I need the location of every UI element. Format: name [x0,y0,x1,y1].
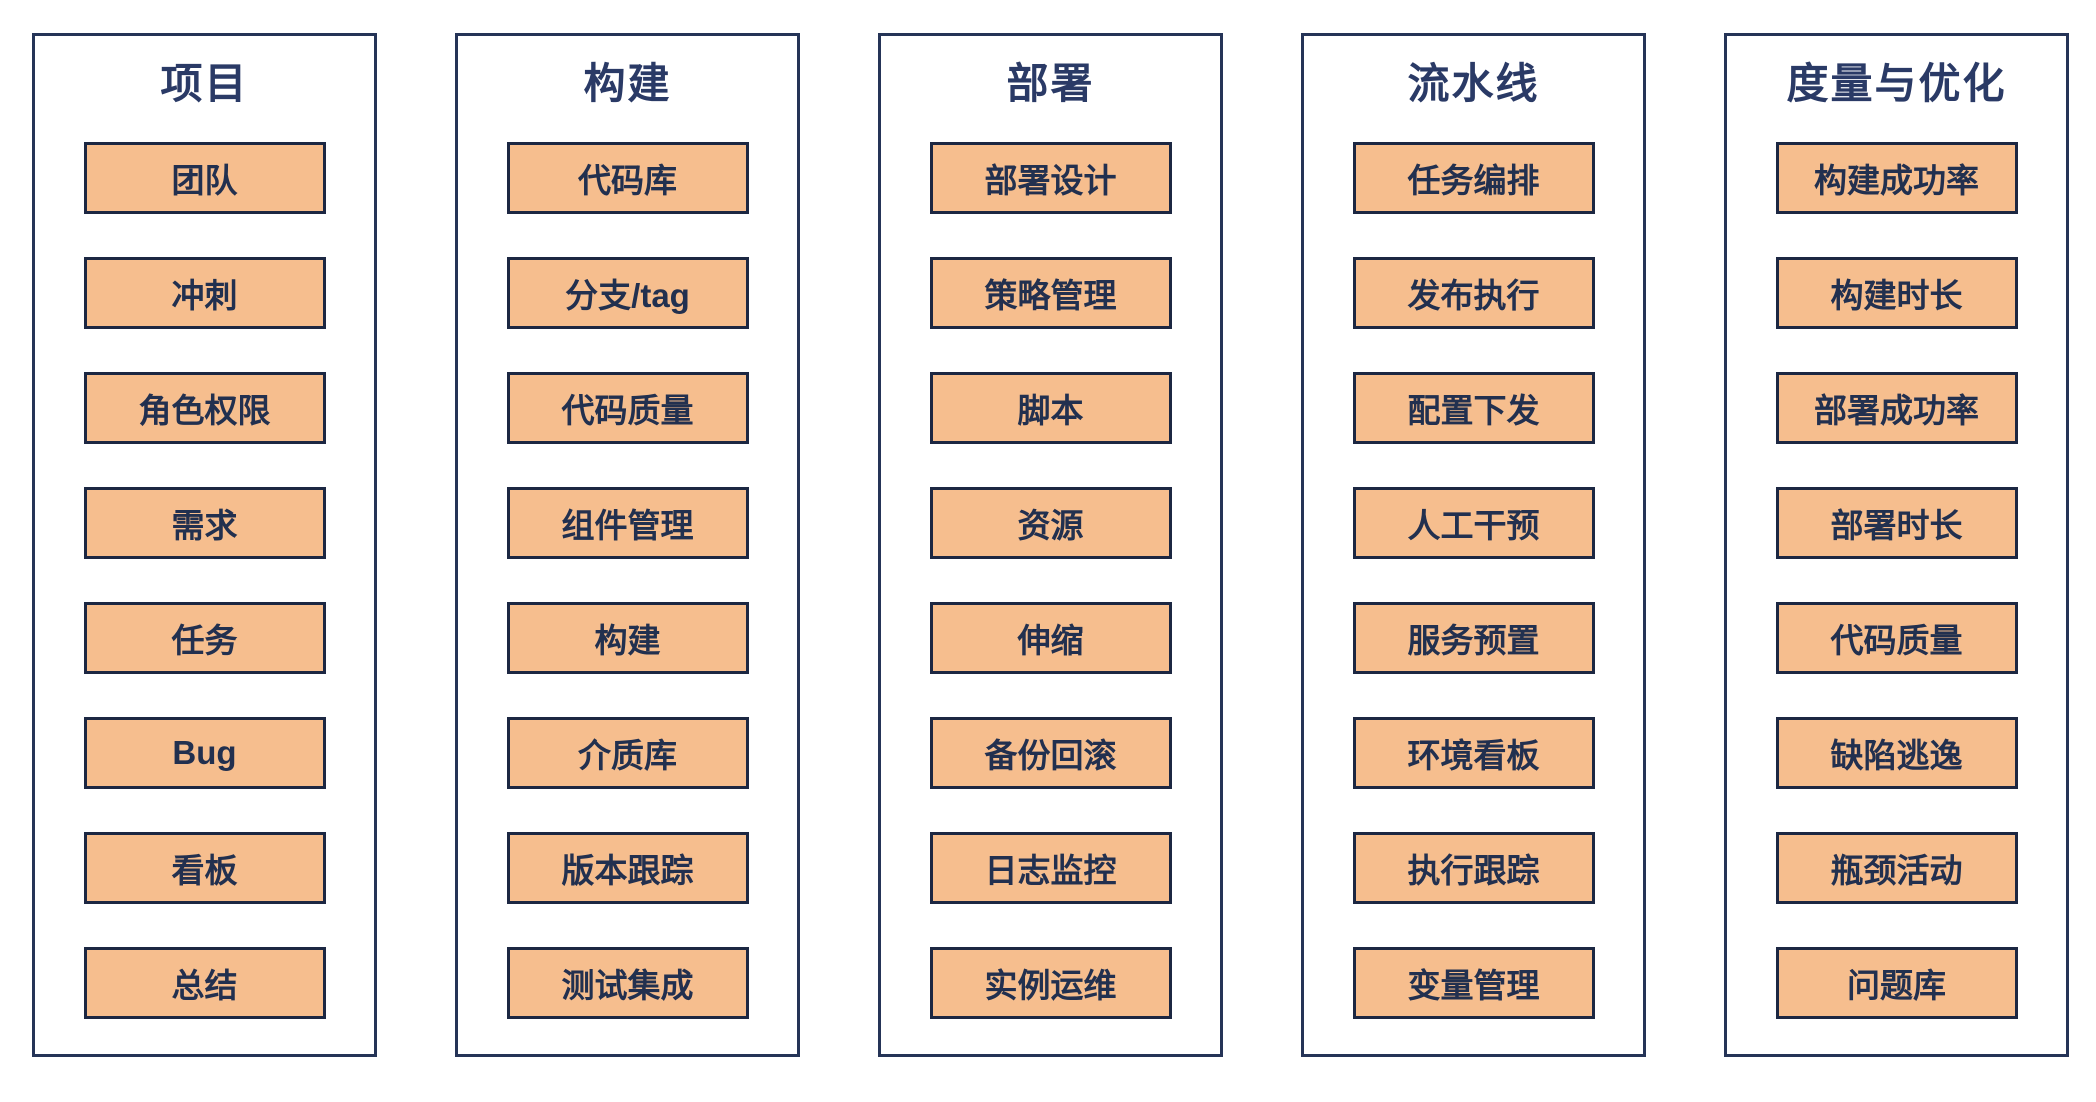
item-box: 冲刺 [83,257,326,329]
item-box: 伸缩 [929,602,1172,674]
item-box: 部署时长 [1775,487,2018,559]
item-box: 测试集成 [506,947,749,1019]
item-box: 角色权限 [83,372,326,444]
item-box: 实例运维 [929,947,1172,1019]
item-box: 变量管理 [1352,947,1595,1019]
diagram-column: 部署部署设计策略管理脚本资源伸缩备份回滚日志监控实例运维 [878,33,1223,1057]
item-box: 组件管理 [506,487,749,559]
item-box: 任务编排 [1352,142,1595,214]
item-box: 代码质量 [506,372,749,444]
diagram-column: 度量与优化构建成功率构建时长部署成功率部署时长代码质量缺陷逃逸瓶颈活动问题库 [1724,33,2069,1057]
item-box: 服务预置 [1352,602,1595,674]
item-box: 问题库 [1775,947,2018,1019]
item-box: 代码库 [506,142,749,214]
item-box: 日志监控 [929,832,1172,904]
item-box: 构建成功率 [1775,142,2018,214]
item-box: 介质库 [506,717,749,789]
item-box: 任务 [83,602,326,674]
item-box: 需求 [83,487,326,559]
item-box: 配置下发 [1352,372,1595,444]
item-box: 瓶颈活动 [1775,832,2018,904]
column-title: 部署 [1006,60,1095,107]
item-box: 执行跟踪 [1352,832,1595,904]
diagram-column: 项目团队冲刺角色权限需求任务 Bug 看板总结 [32,33,377,1057]
item-box: 版本跟踪 [506,832,749,904]
item-box: 策略管理 [929,257,1172,329]
column-title: 项目 [160,60,249,107]
item-box: 构建 [506,602,749,674]
item-box: 环境看板 [1352,717,1595,789]
item-box: 代码质量 [1775,602,2018,674]
item-box: 备份回滚 [929,717,1172,789]
column-items: 代码库分支/tag 代码质量组件管理构建介质库版本跟踪测试集成 [458,142,797,1019]
item-box: 资源 [929,487,1172,559]
item-box: 总结 [83,947,326,1019]
item-box: Bug [83,717,326,789]
column-items: 任务编排发布执行配置下发人工干预服务预置环境看板执行跟踪变量管理 [1304,142,1643,1019]
item-box: 发布执行 [1352,257,1595,329]
item-box: 部署成功率 [1775,372,2018,444]
item-box: 缺陷逃逸 [1775,717,2018,789]
item-box: 看板 [83,832,326,904]
column-title: 构建 [583,60,672,107]
column-title: 度量与优化 [1786,60,2007,107]
column-items: 构建成功率构建时长部署成功率部署时长代码质量缺陷逃逸瓶颈活动问题库 [1727,142,2066,1019]
item-box: 人工干预 [1352,487,1595,559]
item-box: 分支/tag [506,257,749,329]
column-items: 团队冲刺角色权限需求任务 Bug 看板总结 [35,142,374,1019]
item-box: 部署设计 [929,142,1172,214]
item-box: 脚本 [929,372,1172,444]
item-box: 团队 [83,142,326,214]
column-items: 部署设计策略管理脚本资源伸缩备份回滚日志监控实例运维 [881,142,1220,1019]
diagram-column: 流水线任务编排发布执行配置下发人工干预服务预置环境看板执行跟踪变量管理 [1301,33,1646,1057]
column-title: 流水线 [1407,60,1540,107]
item-box: 构建时长 [1775,257,2018,329]
